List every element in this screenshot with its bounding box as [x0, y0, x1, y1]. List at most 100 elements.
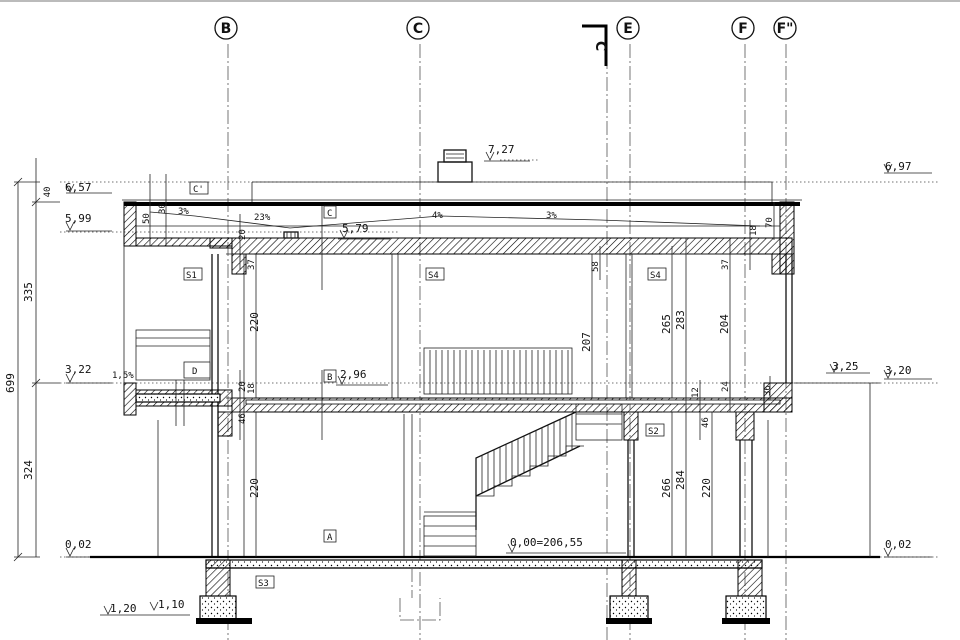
floor-slab-1	[123, 382, 793, 441]
svg-text:S2: S2	[648, 427, 659, 437]
axis-bubble-f-double: F"	[773, 16, 797, 40]
dim-283: 283	[674, 310, 687, 330]
elevation-right-top: 6,97	[883, 160, 932, 174]
dim-24: 24	[721, 381, 731, 392]
dim-204: 204	[718, 314, 731, 334]
left-dimension-chain: 699 335 324 40	[4, 158, 60, 562]
dim-36: 36	[763, 385, 773, 396]
svg-text:S4: S4	[650, 271, 661, 281]
dim-37-right: 37	[721, 259, 731, 270]
dim-58: 58	[591, 261, 601, 272]
dim-37-left: 37	[247, 259, 257, 270]
dim-266: 266	[660, 478, 673, 498]
room-tag-d: D	[192, 367, 197, 377]
axis-bubble-c: C	[406, 16, 430, 40]
axis-grid	[227, 44, 787, 640]
axis-bubble-e: E	[616, 16, 640, 40]
svg-text:0,02: 0,02	[885, 538, 912, 551]
svg-text:0,00=206,55: 0,00=206,55	[510, 536, 583, 549]
dim-30: 30	[158, 203, 168, 214]
dim-220-lower: 220	[248, 478, 261, 498]
svg-text:6,97: 6,97	[885, 160, 912, 173]
section-cut-marker: C	[582, 24, 608, 66]
svg-text:S1: S1	[186, 271, 197, 281]
slope-23: 23%	[254, 213, 271, 223]
dim-46-right: 46	[701, 417, 711, 428]
elevation-left-footings: 1,20 1,10	[100, 598, 190, 616]
elevation-left-roof: 5,99	[65, 212, 112, 232]
stair-lower	[423, 403, 623, 557]
room-tag-b: B	[323, 369, 337, 383]
svg-text:3,20: 3,20	[885, 364, 912, 377]
left-annex	[135, 329, 211, 381]
svg-text:699: 699	[4, 373, 17, 393]
room-tag-s3: S3	[255, 575, 275, 589]
svg-text:C: C	[592, 41, 608, 51]
elevation-top-chimney: 7,27	[484, 143, 530, 162]
svg-text:S4: S4	[428, 271, 439, 281]
dim-265: 265	[660, 314, 673, 334]
svg-text:C': C'	[193, 185, 204, 195]
slope-mid: 4%	[432, 211, 443, 221]
svg-text:2,96: 2,96	[340, 368, 367, 381]
terrain-right	[767, 382, 880, 557]
svg-text:E: E	[623, 21, 633, 37]
svg-text:3,25: 3,25	[832, 360, 859, 373]
elevation-left-ground: 0,02	[65, 538, 112, 558]
svg-text:40: 40	[43, 187, 53, 198]
svg-text:324: 324	[22, 460, 35, 480]
svg-text:5,79: 5,79	[342, 222, 369, 235]
roof-drain-icon	[283, 231, 299, 239]
interior-dimensions	[149, 174, 775, 557]
elevation-roof-inner: 5,79	[338, 222, 390, 240]
dim-207: 207	[580, 332, 593, 352]
elevation-floor1-inner: 2,96	[336, 368, 388, 386]
svg-text:A: A	[327, 533, 333, 543]
dim-12: 12	[691, 387, 701, 398]
room-tag-s4a: S4	[425, 267, 445, 281]
dim-220-upper: 220	[248, 312, 261, 332]
slope-right: 3%	[546, 211, 557, 221]
svg-text:B: B	[327, 373, 332, 383]
elevation-right-terrace2: 3,20	[883, 364, 932, 380]
dim-50: 50	[142, 213, 152, 224]
svg-text:0,02: 0,02	[65, 538, 92, 551]
room-tag-c: C	[323, 205, 337, 219]
elevation-right-ground: 0,02	[883, 538, 932, 558]
chimney	[437, 149, 473, 183]
svg-text:7,27: 7,27	[488, 143, 515, 156]
dim-284: 284	[674, 470, 687, 490]
axis-bubble-f: F	[731, 16, 755, 40]
slope-15: 1,5%	[112, 371, 134, 381]
room-tag-c-prime: C'	[189, 181, 209, 195]
svg-text:F": F"	[777, 21, 794, 37]
dim-18-right: 18	[749, 225, 759, 236]
elevation-ground-floor: 0,00=206,55	[506, 536, 626, 554]
room-tag-s2: S2	[645, 423, 665, 437]
svg-text:5,99: 5,99	[65, 212, 92, 225]
svg-text:S3: S3	[258, 579, 269, 589]
svg-text:C: C	[413, 21, 423, 37]
elevation-left-floor1: 3,22	[65, 363, 112, 384]
svg-text:F: F	[738, 21, 748, 37]
roof-slab	[122, 199, 802, 275]
dim-20-floor: 20	[238, 381, 248, 392]
svg-text:335: 335	[22, 282, 35, 302]
dim-46-left: 46	[238, 413, 248, 424]
room-tag-s4b: S4	[647, 267, 667, 281]
room-tag-s1: S1	[183, 267, 203, 281]
footings	[196, 559, 770, 624]
upper-outline	[251, 181, 773, 202]
axis-bubble-b: B	[214, 16, 238, 40]
stair-upper	[423, 347, 573, 395]
svg-text:1,10: 1,10	[158, 598, 185, 611]
svg-text:1,20: 1,20	[110, 602, 137, 615]
elevation-left-parapet: 6,57	[65, 181, 112, 194]
svg-text:C: C	[327, 209, 332, 219]
svg-text:6,57: 6,57	[65, 181, 92, 194]
dim-20-roof: 20	[238, 229, 248, 240]
slope-left: 3%	[178, 207, 189, 217]
svg-text:3,22: 3,22	[65, 363, 92, 376]
dim-18: 18	[247, 383, 257, 394]
